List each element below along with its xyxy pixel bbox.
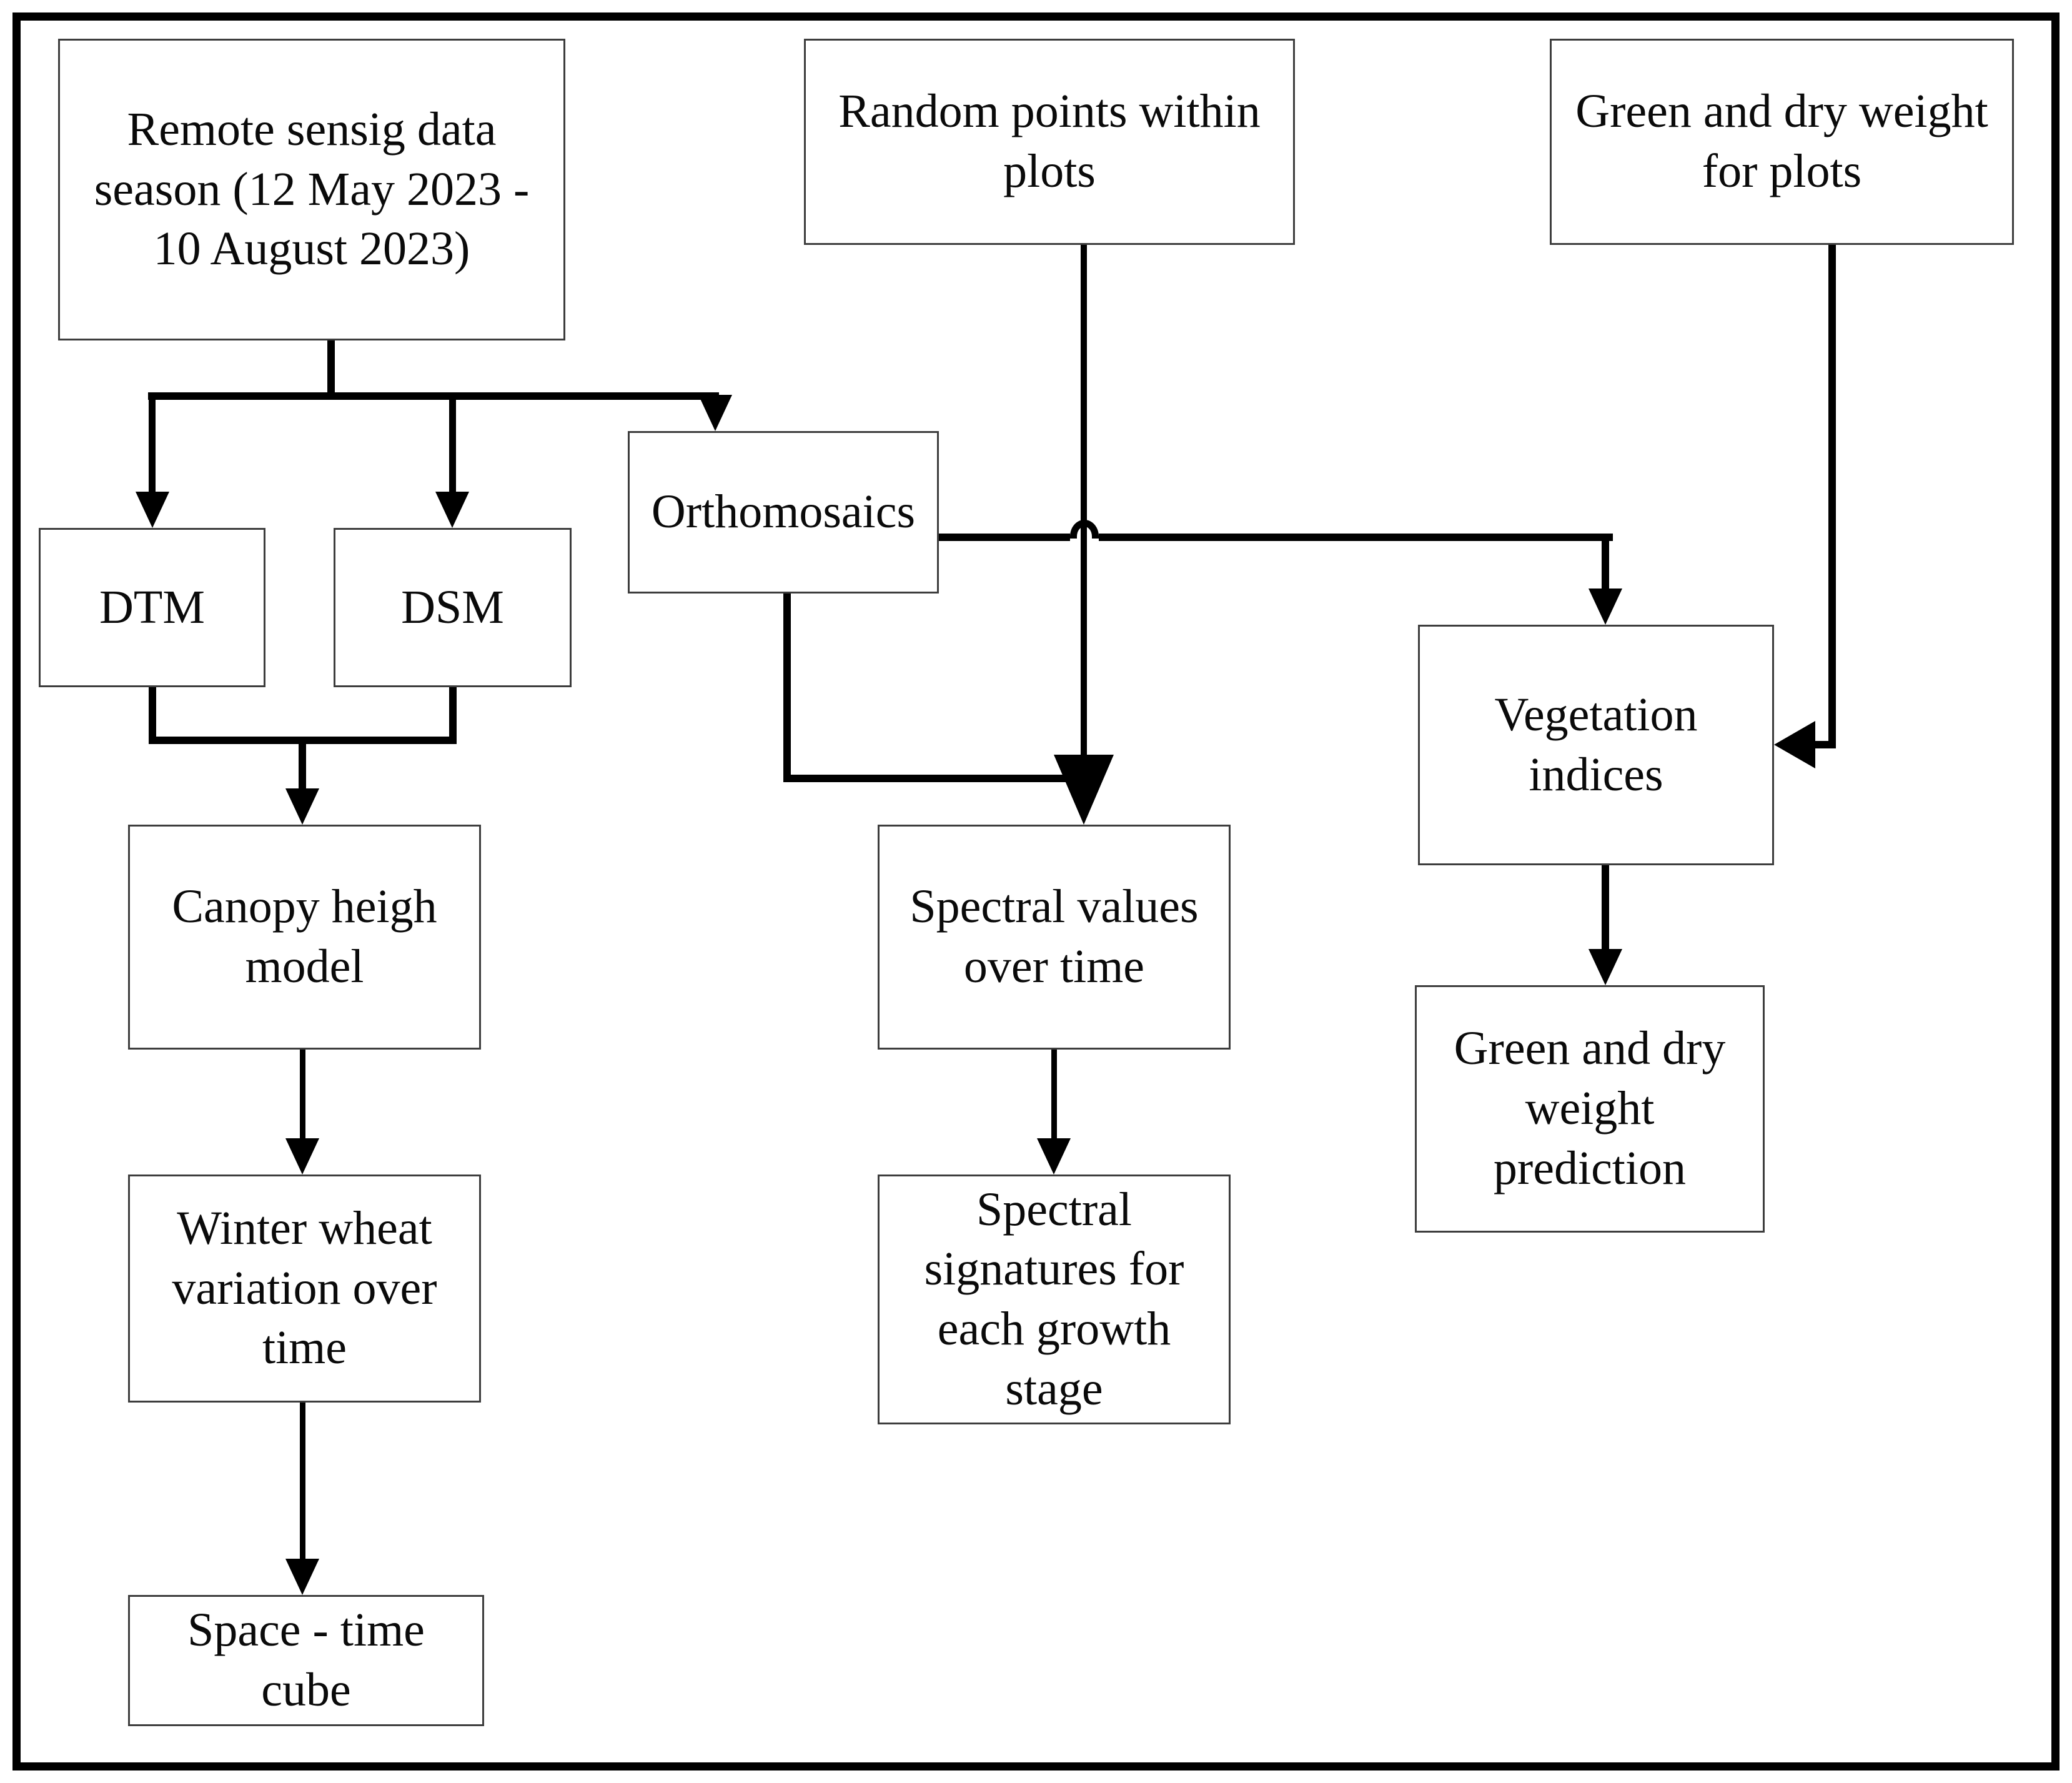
node-winter-wheat-variation-line-1: Winter wheat	[177, 1201, 432, 1254]
diagram-border	[12, 12, 2060, 1771]
node-spectral-values: Spectral values over time	[878, 825, 1231, 1050]
node-orthomosaics-label: Orthomosaics	[652, 482, 915, 542]
node-vegetation-indices-line-1: Vegetation	[1494, 688, 1698, 741]
edge-dsm-shaft	[449, 392, 456, 497]
node-winter-wheat-variation-label: Winter wheat variation over time	[172, 1199, 437, 1378]
node-green-dry-weight-prediction: Green and dry weight prediction	[1415, 985, 1765, 1233]
edge-veg-top-arrowhead	[1589, 589, 1622, 625]
edge-veg-right-arrowhead	[1774, 721, 1815, 768]
node-random-points: Random points within plots	[804, 39, 1295, 245]
edge-dsm-exit	[449, 687, 457, 744]
node-remote-sensing-data-line-1: Remote sensig data	[127, 102, 497, 156]
edge-line-hop	[1070, 520, 1099, 539]
node-canopy-height-model-label: Canopy heigh model	[172, 877, 437, 997]
edge-remote-drop	[327, 340, 335, 399]
edge-dtm-exit	[149, 687, 156, 744]
node-green-dry-weight-plots: Green and dry weight for plots	[1550, 39, 2014, 245]
edge-green-plots-horizontal	[1810, 741, 1836, 748]
node-spectral-values-line-2: over time	[963, 940, 1145, 993]
edge-orthomosaics-arrowhead	[698, 395, 732, 431]
edge-branch-horizontal	[148, 392, 719, 400]
node-orthomosaics-line-1: Orthomosaics	[651, 485, 916, 539]
node-random-points-label: Random points within plots	[838, 82, 1261, 202]
edge-prediction-arrowhead	[1589, 949, 1622, 985]
node-orthomosaics: Orthomosaics	[628, 431, 939, 594]
edge-winter-arrowhead	[285, 1138, 319, 1175]
node-spectral-signatures-line-1: Spectral	[976, 1183, 1132, 1236]
edge-canopy-shaft	[299, 737, 306, 792]
node-canopy-height-model-line-2: model	[245, 940, 364, 993]
node-dsm: DSM	[334, 528, 572, 687]
edge-space-arrowhead	[285, 1559, 319, 1595]
node-canopy-height-model: Canopy heigh model	[128, 825, 481, 1050]
node-remote-sensing-data: Remote sensig data season (12 May 2023 -…	[58, 39, 565, 340]
node-spectral-signatures-label: Spectral signatures for each growth stag…	[924, 1180, 1184, 1419]
edge-dtm-arrowhead	[136, 492, 169, 528]
edge-spectral-values-big-arrowhead	[1054, 755, 1114, 825]
node-winter-wheat-variation: Winter wheat variation over time	[128, 1175, 481, 1403]
node-green-dry-weight-plots-line-2: for plots	[1702, 145, 1862, 197]
node-remote-sensing-data-line-3: 10 August 2023)	[153, 222, 470, 276]
edge-values-signatures-shaft	[1051, 1050, 1057, 1138]
edge-ortho-join-horizontal	[783, 775, 1088, 782]
node-green-dry-weight-prediction-label: Green and dry weight prediction	[1454, 1019, 1726, 1198]
edge-canopy-arrowhead	[285, 788, 319, 825]
node-spectral-values-label: Spectral values over time	[910, 877, 1198, 997]
node-spectral-signatures-line-2: signatures for	[924, 1243, 1184, 1296]
node-space-time-cube-label: Space - time cube	[187, 1601, 425, 1721]
node-winter-wheat-variation-line-3: time	[262, 1321, 347, 1374]
edge-dtm-shaft	[149, 392, 156, 497]
edge-winter-space-shaft	[300, 1403, 305, 1559]
node-spectral-signatures-line-4: stage	[1005, 1362, 1103, 1415]
node-dtm-label: DTM	[99, 578, 205, 638]
edge-ortho-bottom-exit	[783, 594, 791, 782]
node-space-time-cube-line-2: cube	[261, 1664, 351, 1716]
node-vegetation-indices-label: Vegetation indices	[1494, 685, 1697, 805]
edge-ortho-veg-horizontal-2	[1099, 534, 1613, 541]
edge-dsm-arrowhead	[435, 492, 469, 528]
node-canopy-height-model-line-1: Canopy heigh	[172, 880, 437, 933]
node-winter-wheat-variation-line-2: variation over	[172, 1261, 437, 1314]
edge-signatures-arrowhead	[1037, 1138, 1071, 1175]
node-dsm-line-1: DSM	[401, 580, 504, 633]
edge-random-points-vertical	[1081, 245, 1087, 759]
node-dsm-label: DSM	[401, 578, 504, 638]
node-green-dry-weight-prediction-line-2: weight	[1525, 1082, 1655, 1135]
node-space-time-cube-line-1: Space - time	[187, 1604, 425, 1657]
edge-ortho-veg-horizontal-1	[939, 534, 1070, 541]
node-remote-sensing-data-label: Remote sensig data season (12 May 2023 -…	[94, 100, 530, 279]
node-vegetation-indices: Vegetation indices	[1418, 625, 1774, 865]
edge-green-plots-drop	[1828, 245, 1836, 748]
node-dtm: DTM	[39, 528, 265, 687]
node-spectral-values-line-1: Spectral values	[910, 880, 1199, 933]
node-green-dry-weight-prediction-line-1: Green and dry	[1454, 1022, 1726, 1075]
edge-veg-top-shaft	[1602, 534, 1609, 592]
edge-canopy-winter-shaft	[300, 1050, 305, 1138]
node-vegetation-indices-line-2: indices	[1529, 748, 1663, 801]
node-remote-sensing-data-line-2: season (12 May 2023 -	[94, 162, 530, 216]
node-dtm-line-1: DTM	[99, 580, 205, 633]
node-random-points-line-2: plots	[1003, 145, 1096, 197]
edge-veg-prediction-shaft	[1602, 865, 1609, 953]
node-space-time-cube: Space - time cube	[128, 1595, 484, 1726]
node-green-dry-weight-plots-label: Green and dry weight for plots	[1575, 82, 1988, 202]
node-random-points-line-1: Random points within	[838, 85, 1261, 138]
node-spectral-signatures: Spectral signatures for each growth stag…	[878, 1175, 1231, 1424]
node-green-dry-weight-prediction-line-3: prediction	[1493, 1141, 1687, 1194]
node-green-dry-weight-plots-line-1: Green and dry weight	[1575, 85, 1988, 138]
node-spectral-signatures-line-3: each growth	[937, 1303, 1171, 1355]
